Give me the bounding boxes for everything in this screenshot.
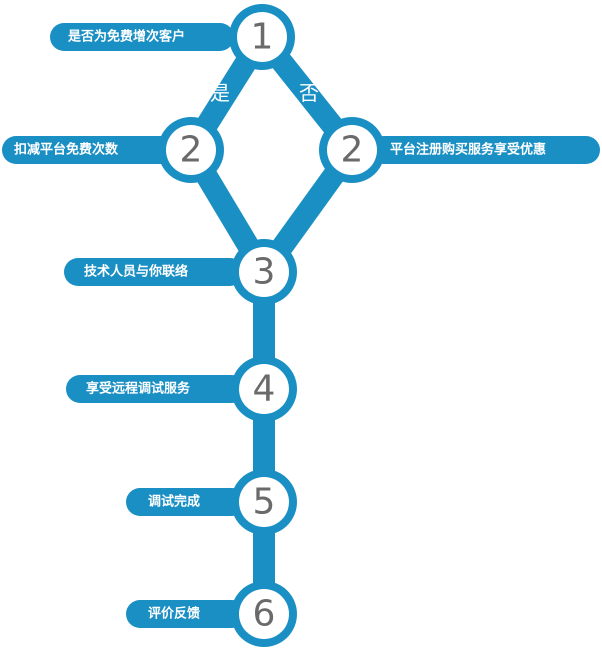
step2-left-label-pill: 扣减平台免费次数	[2, 136, 176, 164]
step1-node: 1	[229, 4, 295, 70]
step2-left-number: 2	[180, 130, 203, 171]
step5-number: 5	[253, 482, 276, 523]
step6-node: 6	[231, 581, 297, 647]
step3-label: 技术人员与你联络	[84, 264, 188, 280]
step6-label-pill: 评价反馈	[126, 600, 246, 628]
step2-right-node: 2	[319, 117, 385, 183]
branch-yes-label: 是	[210, 81, 230, 105]
step5-label: 调试完成	[148, 494, 200, 510]
step5-label-pill: 调试完成	[126, 488, 246, 516]
branch-no-label: 否	[299, 81, 319, 105]
step4-label-pill: 享受远程调试服务	[66, 375, 246, 403]
step2-left-label: 扣减平台免费次数	[14, 142, 119, 158]
step3-label-pill: 技术人员与你联络	[64, 258, 244, 286]
step1-label-pill: 是否为免费增次客户	[50, 23, 234, 51]
step5-node: 5	[231, 469, 297, 535]
step4-number: 4	[253, 369, 276, 410]
step3-node: 3	[231, 239, 297, 305]
step4-label: 享受远程调试服务	[86, 381, 191, 397]
step2-right-label: 平台注册购买服务享受优惠	[390, 142, 546, 158]
step6-label: 评价反馈	[148, 606, 200, 622]
step1-label: 是否为免费增次客户	[67, 29, 185, 45]
step3-number: 3	[253, 252, 276, 293]
step2-right-number: 2	[341, 130, 364, 171]
step2-right-label-pill: 平台注册购买服务享受优惠	[370, 136, 600, 164]
step6-number: 6	[253, 594, 276, 635]
step1-number: 1	[251, 17, 274, 58]
step4-node: 4	[231, 356, 297, 422]
step2-left-node: 2	[158, 117, 224, 183]
